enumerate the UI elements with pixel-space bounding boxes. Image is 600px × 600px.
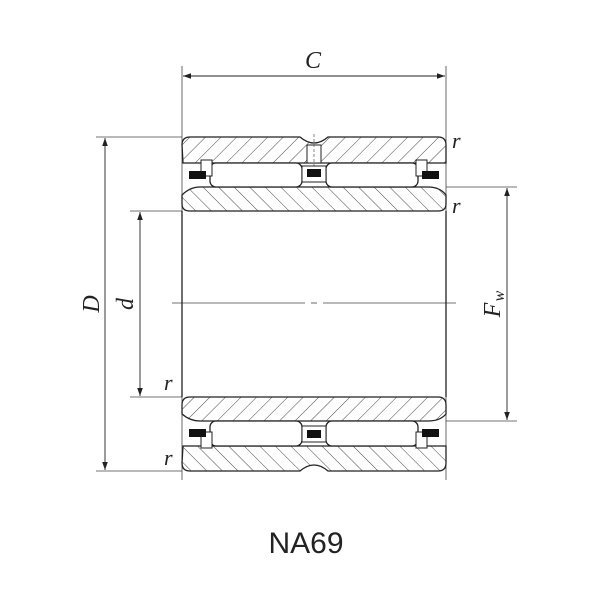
label-r-bottom-outer: r (164, 445, 173, 470)
label-r-bottom-inner: r (164, 370, 173, 395)
roller-top-right (325, 162, 419, 188)
label-C: C (305, 48, 322, 74)
outer-ring-bottom (181, 445, 447, 472)
label-r-top-inner: r (452, 193, 461, 218)
bore-edges (181, 211, 447, 397)
inner-ring-bottom (181, 396, 447, 422)
cage-bottom-center (307, 430, 321, 438)
svg-text:w: w (491, 290, 508, 301)
label-d: d (113, 297, 139, 310)
seal-bottom-left (189, 429, 206, 437)
roller-bottom-right (325, 420, 419, 447)
roller-bottom-left (209, 420, 303, 447)
diagram-title: NA69 (268, 527, 343, 560)
bottom-section (181, 396, 447, 472)
label-r-top-outer: r (452, 128, 461, 153)
roller-top-left (209, 162, 303, 188)
top-section (181, 134, 447, 212)
seal-top-right (422, 171, 439, 179)
seal-top-left (189, 171, 206, 179)
label-D: D (79, 295, 105, 313)
seal-bottom-right (422, 429, 439, 437)
dimension-lines (102, 73, 510, 470)
label-Fw: F w (480, 290, 508, 318)
svg-text:F: F (480, 302, 506, 318)
cage-top-center (307, 169, 321, 177)
inner-ring-top (181, 186, 447, 212)
